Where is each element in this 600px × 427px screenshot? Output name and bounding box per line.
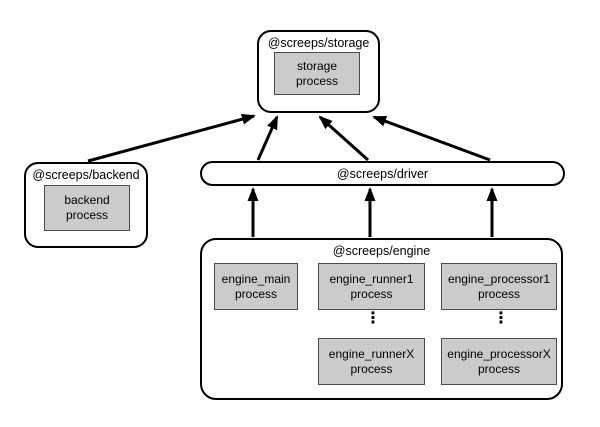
edge-driver-to-storage xyxy=(372,115,491,162)
node-engine-title: @screeps/engine xyxy=(332,244,431,258)
backend-process-box: backend process xyxy=(44,185,130,231)
engine-processorX-process-box: engine_processorX process xyxy=(441,338,557,385)
edge-backend-to-storage xyxy=(87,113,256,163)
node-driver: @screeps/driver xyxy=(200,161,565,186)
vertical-ellipsis-icon: ⋮ xyxy=(365,310,381,327)
vertical-ellipsis-icon: ⋮ xyxy=(493,310,509,327)
node-engine: @screeps/engine engine_main process engi… xyxy=(200,238,563,400)
edge-driver-to-storage xyxy=(256,115,279,161)
node-backend-title: @screeps/backend xyxy=(32,168,140,182)
engine-runner1-process-box: engine_runner1 process xyxy=(318,263,425,310)
engine-runnerX-process-box: engine_runnerX process xyxy=(318,338,425,385)
node-backend: @screeps/backend backend process xyxy=(24,162,148,248)
edge-driver-to-storage xyxy=(318,115,370,162)
node-storage-title: @screeps/storage xyxy=(267,36,370,50)
storage-process-box: storage process xyxy=(274,52,360,95)
engine-main-process-box: engine_main process xyxy=(214,263,298,310)
node-driver-title: @screeps/driver xyxy=(336,166,429,181)
engine-processor1-process-box: engine_processor1 process xyxy=(441,263,557,310)
node-storage: @screeps/storage storage process xyxy=(257,30,380,113)
